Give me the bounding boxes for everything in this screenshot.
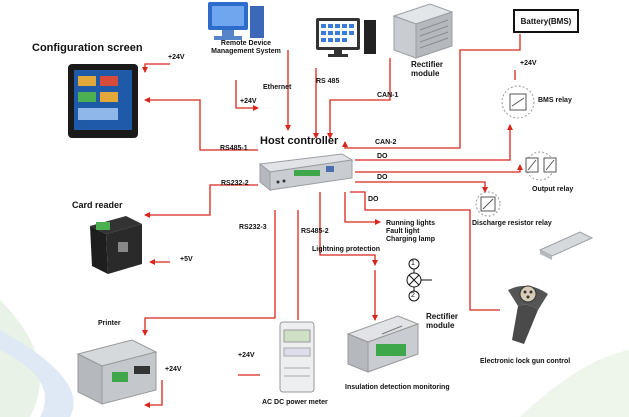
power-meter-label: AC DC power meter [262,399,328,406]
wire-24v-printer [144,380,163,408]
wire-lights [344,192,381,225]
wire-can1 [327,58,391,139]
can2-label: CAN-2 [375,139,397,146]
wire-lightning [319,192,378,266]
wire-rs485-1 [144,97,258,151]
rs485-monitor-label: RS 485 [316,78,340,85]
wire-24v-screen [142,63,170,73]
insulation-monitor-device [346,315,420,373]
wire-rs232-2 [144,184,258,218]
card-reader-label: Card reader [72,200,123,210]
rs232-2-label: RS232-2 [221,180,249,187]
host-controller-device [258,153,354,192]
rs485-2-label: RS485-2 [301,228,329,235]
printer-24v-label: +24V [165,366,182,373]
bms-relay-icon [501,85,535,119]
wire-do-output [355,164,523,173]
configuration-screen-device [68,64,138,138]
battery-24v-label: +24V [520,60,537,67]
meter-24v-label: +24V [238,352,255,359]
remote-24v-label: +24V [240,98,257,105]
rectifier-top-device [392,3,454,59]
do-2-label: DO [377,174,388,181]
remote-management-device [208,2,264,40]
indicator-2-label: 2 [411,292,415,299]
card-reader-device [90,216,142,274]
discharge-resistor-device [538,231,594,260]
lights-label: Running lights Fault light Charging lamp [386,220,436,243]
output-relay-icon [525,151,557,181]
wire-do-bms [355,124,513,161]
rectifier-bottom-label: Rectifier module [426,312,459,330]
wire-do-lockgun [350,191,500,311]
discharge-relay-label: Discharge resistor relay [472,220,552,227]
page-title: Configuration screen [32,42,143,54]
lightning-protection-label: Lightning protection [312,246,381,253]
remote-label: Remote Device Management System [211,40,281,55]
host-controller-label: Host controller [260,135,339,147]
do-1-label: DO [377,153,388,160]
ac-dc-power-meter-device [279,321,315,393]
wire-24v-remote [235,80,259,111]
printer-label: Printer [98,320,121,327]
rs232-3-label: RS232-3 [239,224,267,231]
wire-do-discharge [355,181,488,193]
output-relay-label: Output relay [532,186,574,193]
discharge-relay-icon [475,191,501,217]
rs485-1-label: RS485-1 [220,145,248,152]
rectifier-top-label: Rectifier module [411,60,444,78]
wire-can2 [342,34,521,149]
battery-bms-box: Battery(BMS) [513,9,579,33]
bms-relay-label: BMS relay [538,97,572,104]
do-3-label: DO [368,196,379,203]
screen-24v-label: +24V [168,54,185,61]
can1-label: CAN-1 [377,92,399,99]
insulation-label: Insulation detection monitoring [345,384,450,391]
electronic-lock-gun-device [508,285,548,344]
printer-device [76,339,158,405]
indicator-1-label: 1 [411,260,415,267]
monitor-device [316,18,376,57]
lock-gun-label: Electronic lock gun control [480,358,571,365]
ethernet-label: Ethernet [263,84,292,91]
card-5v-label: +5V [180,256,193,263]
wire-rs232-3 [142,210,276,336]
